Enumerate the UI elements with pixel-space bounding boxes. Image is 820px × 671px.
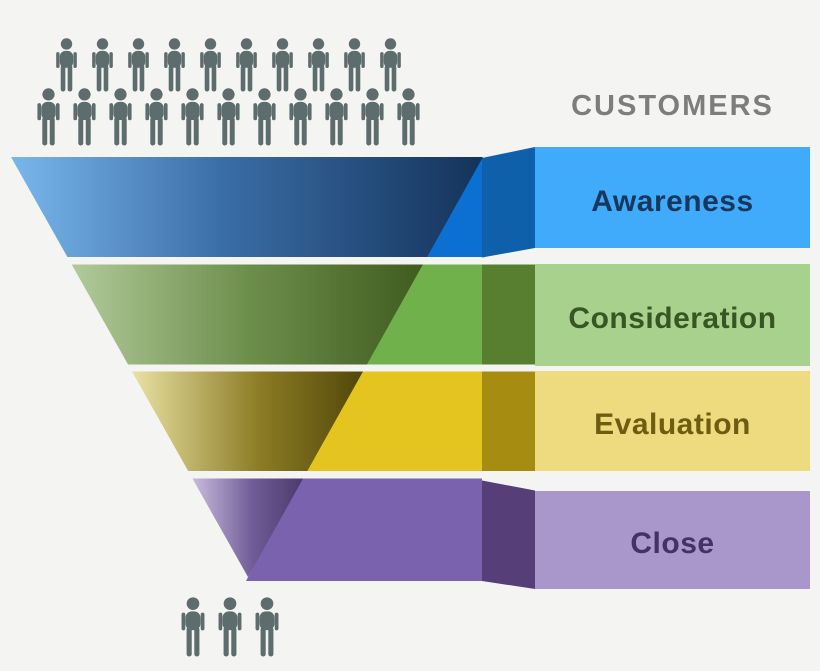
stage-label-evaluation: Evaluation bbox=[594, 408, 751, 441]
person-icon bbox=[92, 38, 113, 92]
person-icon bbox=[272, 38, 293, 92]
stage-label-consideration: Consideration bbox=[568, 302, 777, 335]
person-icon bbox=[217, 88, 240, 146]
connector-fold-evaluation bbox=[482, 371, 535, 471]
stage-bar-evaluation: Evaluation bbox=[535, 371, 810, 471]
connector-fold-consideration bbox=[482, 264, 535, 365]
person-icon bbox=[380, 38, 401, 92]
person-icon bbox=[308, 38, 329, 92]
person-icon bbox=[218, 597, 242, 657]
person-icon bbox=[289, 88, 312, 146]
stage-label-awareness: Awareness bbox=[591, 184, 754, 218]
person-icon bbox=[255, 597, 279, 657]
person-icon bbox=[109, 88, 132, 146]
audience-top-row-2 bbox=[34, 88, 423, 146]
audience-bottom-row bbox=[178, 596, 282, 658]
connector-fold-close bbox=[482, 480, 535, 589]
person-icon bbox=[236, 38, 257, 92]
person-icon bbox=[145, 88, 168, 146]
connector-fold-awareness bbox=[482, 147, 535, 258]
person-icon bbox=[181, 597, 205, 657]
person-icon bbox=[344, 38, 365, 92]
stage-bar-awareness: Awareness bbox=[535, 147, 810, 248]
person-icon bbox=[200, 38, 221, 92]
person-icon bbox=[361, 88, 384, 146]
person-icon bbox=[56, 38, 77, 92]
person-icon bbox=[37, 88, 60, 146]
person-icon bbox=[253, 88, 276, 146]
customers-heading: CUSTOMERS bbox=[571, 90, 774, 122]
funnel-layer-awareness bbox=[11, 157, 483, 257]
connector-arm-close bbox=[246, 478, 482, 581]
person-icon bbox=[164, 38, 185, 92]
funnel-layer-close bbox=[192, 478, 304, 577]
audience-top-row-1 bbox=[53, 38, 404, 92]
person-icon bbox=[181, 88, 204, 146]
funnel-layer-evaluation bbox=[132, 371, 363, 471]
person-icon bbox=[397, 88, 420, 146]
stage-bar-close: Close bbox=[535, 491, 810, 589]
person-icon bbox=[128, 38, 149, 92]
person-icon bbox=[325, 88, 348, 146]
stage-label-close: Close bbox=[630, 527, 715, 560]
person-icon bbox=[73, 88, 96, 146]
stage-bar-consideration: Consideration bbox=[535, 264, 810, 366]
funnel-layer-consideration bbox=[71, 264, 423, 365]
